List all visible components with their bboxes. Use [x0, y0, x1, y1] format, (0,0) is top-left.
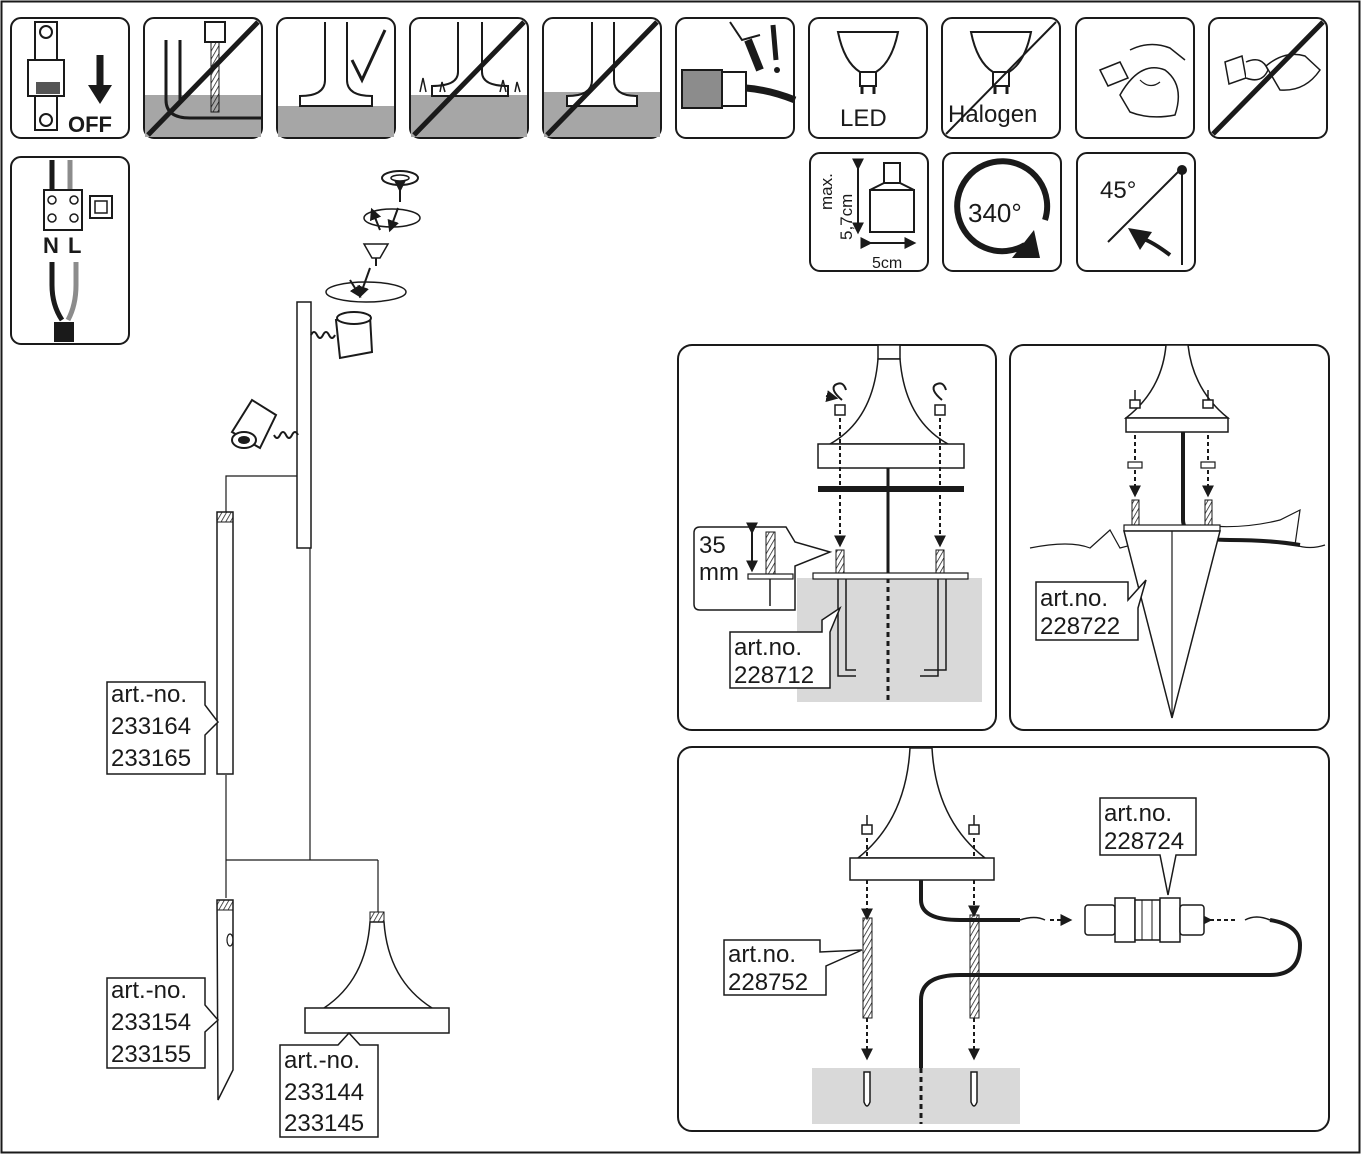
connector-panel: art.no. 228752 art.no. 228724	[677, 746, 1330, 1132]
anchor-art-line-1: art.no.	[728, 941, 796, 968]
bulb-size-icon: max. 5,7cm 5cm	[809, 152, 929, 272]
spike-art-label: art.-no. 233154 233155	[106, 977, 220, 1069]
no-drill-cable-icon	[143, 17, 263, 139]
led-label: LED	[840, 105, 887, 132]
depth-unit: mm	[699, 559, 739, 586]
no-halogen-icon: Halogen	[941, 17, 1061, 139]
height-label: 5,7cm	[837, 194, 856, 240]
concrete-mount-panel: 35 mm art.no. 228712	[677, 344, 997, 731]
base-art-label: art.-no. 233144 233145	[279, 1031, 379, 1138]
spike-art-line-2: 233154	[111, 1009, 191, 1036]
main-pole	[296, 301, 312, 549]
ground-spike	[216, 899, 234, 1101]
concrete-art-line-1: art.no.	[734, 634, 802, 661]
spike-art-line-3: 233155	[111, 1041, 191, 1068]
ground-spike-panel: art.no. 228722	[1009, 344, 1330, 731]
no-grass-mount-icon	[409, 17, 529, 139]
spike-panel-art-line-1: art.no.	[1040, 585, 1108, 612]
connector-art-line-1: art.no.	[1104, 800, 1172, 827]
neutral-label: N	[43, 233, 59, 258]
no-sunk-mount-icon	[542, 17, 662, 139]
base-plate	[304, 1007, 450, 1034]
base-art-line-2: 233144	[284, 1079, 364, 1106]
spike-art-line-1: art.-no.	[111, 977, 187, 1004]
tighten-connector-icon	[675, 17, 797, 139]
tilt-icon: 45°	[1076, 152, 1196, 272]
max-label: max.	[817, 173, 836, 210]
pole-art-label: art.-no. 233164 233165	[106, 681, 219, 775]
led-bulb-icon: LED	[808, 17, 928, 139]
spike-panel-art-line-2: 228722	[1040, 613, 1120, 640]
rotation-label: 340°	[968, 198, 1022, 228]
glass-ring-part	[381, 170, 419, 186]
base-art-line-1: art.-no.	[284, 1047, 360, 1074]
clean-bulb-icon	[1075, 17, 1195, 139]
extension-pole	[216, 511, 234, 775]
pole-art-line-1: art.-no.	[111, 681, 187, 708]
pole-art-line-2: 233164	[111, 713, 191, 740]
bulb-part	[362, 243, 390, 259]
switch-off-icon: OFF	[10, 17, 130, 139]
correct-mounting-icon	[276, 17, 396, 139]
no-touch-bulb-icon	[1208, 17, 1328, 139]
pole-art-line-3: 233165	[111, 745, 191, 772]
halogen-label: Halogen	[948, 101, 1037, 128]
wiring-terminal-icon: N L	[10, 156, 130, 345]
base-cone	[321, 921, 435, 1009]
base-art-line-3: 233145	[284, 1110, 364, 1137]
connector-art-line-2: 228724	[1104, 828, 1184, 855]
anchor-art-line-2: 228752	[728, 969, 808, 996]
depth-value: 35	[699, 532, 726, 559]
tilt-label: 45°	[1100, 177, 1136, 204]
width-label: 5cm	[872, 255, 902, 272]
assembly-tree: art.-no. 233164 233165 art.-no. 233154 2…	[106, 170, 450, 1138]
rotation-icon: 340°	[942, 152, 1062, 272]
off-label: OFF	[68, 112, 112, 137]
live-label: L	[68, 233, 81, 258]
waterproof-connector	[1084, 897, 1205, 943]
concrete-art-line-2: 228712	[734, 662, 814, 689]
